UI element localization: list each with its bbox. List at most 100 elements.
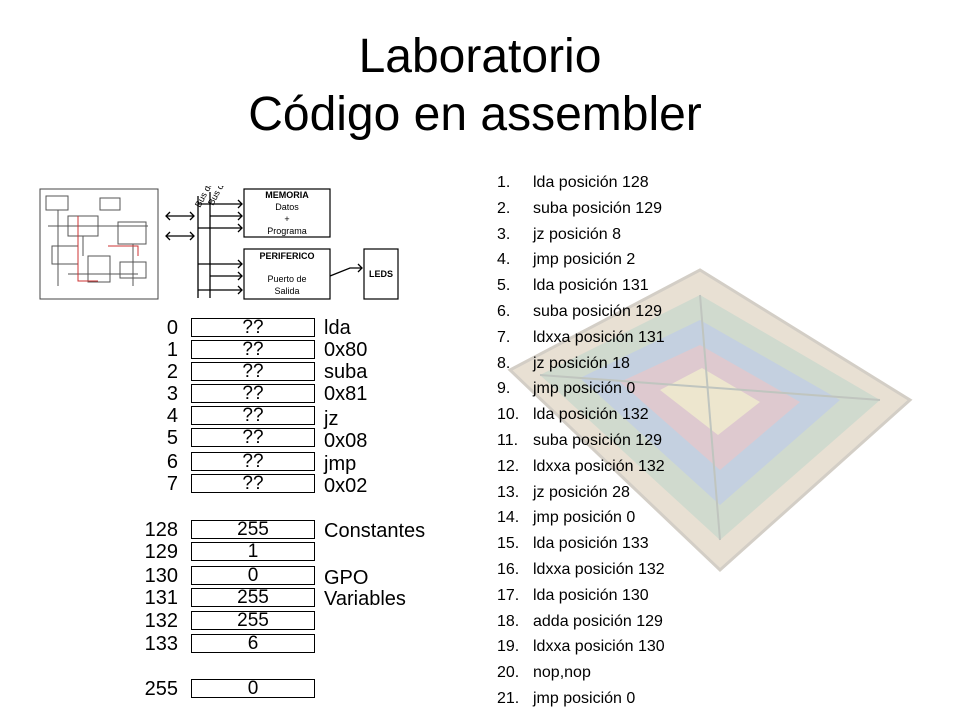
memory-cell: 0: [191, 566, 315, 585]
list-item-number: 3.: [497, 225, 511, 243]
list-item-text: ldxxa posición 130: [533, 638, 665, 656]
list-item: 16. ldxxa posición 132: [497, 559, 665, 585]
address-label: 4: [166, 405, 178, 427]
list-item-number: 2.: [497, 199, 511, 217]
address-label: 255: [144, 678, 178, 700]
list-item: 6. suba posición 129: [497, 301, 665, 327]
list-item: 13. jz posición 28: [497, 482, 665, 508]
address-label: 131: [144, 587, 178, 609]
list-item-text: suba posición 129: [533, 302, 662, 320]
list-item-number: 10.: [497, 406, 520, 424]
list-item: 3. jz posición 8: [497, 224, 665, 250]
list-item: 1. lda posición 128: [497, 172, 665, 198]
list-item: 15. lda posición 133: [497, 533, 665, 559]
list-item: 19. ldxxa posición 130: [497, 636, 665, 662]
list-item: 5. lda posición 131: [497, 275, 665, 301]
list-item: 21.jmp posición 0: [497, 688, 665, 714]
annotation-gpo: GPO: [324, 567, 369, 589]
list-item-text: suba posición 129: [533, 431, 662, 449]
list-item: 10. lda posición 132: [497, 404, 665, 430]
address-label: 2: [166, 361, 178, 383]
address-label: 129: [144, 541, 178, 563]
memory-block: [243, 188, 331, 238]
memory-cell: 255: [191, 588, 315, 607]
list-item-number: 5.: [497, 277, 511, 295]
memory-cell: ??: [191, 340, 315, 359]
list-item-number: 14.: [497, 509, 520, 527]
list-item-text: ldxxa posición 132: [533, 457, 665, 475]
list-item-number: 8.: [497, 354, 511, 372]
list-item-number: 19.: [497, 638, 520, 656]
list-item: 20. nop,nop: [497, 662, 665, 688]
annotation-constantes: Constantes: [324, 520, 426, 542]
title-line-1: Laboratorio: [358, 30, 602, 83]
memory-cell: 6: [191, 634, 315, 653]
instruction-list: 1. lda posición 128 2. suba posición 129 3…: [497, 172, 665, 714]
annotation-variables: Variables: [324, 588, 406, 610]
list-item-number: 1.: [497, 174, 511, 191]
list-item-text: lda posición 128: [533, 174, 649, 191]
memory-cell: 255: [191, 611, 315, 630]
system-block-diagram: Bus de Datos Bus de Direcciones MEMORIA …: [39, 186, 399, 300]
address-label: 130: [144, 565, 178, 587]
list-item-text: nop,nop: [533, 664, 591, 682]
list-item: 7. ldxxa posición 131: [497, 327, 665, 353]
list-item-text: adda posición 129: [533, 612, 663, 630]
address-label: 0: [166, 317, 178, 339]
list-item-text: lda posición 131: [533, 277, 649, 295]
leds-block-label: LEDS: [369, 269, 393, 279]
list-item-text: suba posición 129: [533, 199, 662, 217]
annotation-jmp: jmp 0x02: [324, 453, 368, 497]
list-item-text: lda posición 132: [533, 406, 649, 424]
list-item-number: 15.: [497, 535, 520, 553]
list-item-text: lda posición 133: [533, 535, 649, 553]
list-item: 11. suba posición 129: [497, 430, 665, 456]
list-item: 17.lda posición 130: [497, 585, 665, 611]
chip-background-image: [507, 268, 913, 573]
slide-title: Laboratorio Código en assembler: [0, 28, 960, 144]
address-label: 6: [166, 451, 178, 473]
memory-block-title: MEMORIA: [265, 190, 309, 200]
address-label: 128: [144, 519, 178, 541]
address-label: 5: [166, 427, 178, 449]
list-item-text: jz posición 8: [533, 225, 622, 243]
memory-cell: 0: [191, 679, 315, 698]
list-item-number: 7.: [497, 328, 511, 346]
address-label: 1: [166, 339, 178, 361]
memory-cell: ??: [191, 452, 315, 471]
peripheral-block-line-2: Salida: [274, 286, 299, 296]
memory-block-line-2: +: [284, 214, 289, 224]
list-item: 9.jmp posición 0: [497, 378, 665, 404]
list-item-text: lda posición 130: [533, 586, 649, 604]
memory-cell: ??: [191, 362, 315, 381]
leds-block: [363, 248, 399, 300]
list-item: 12. ldxxa posición 132: [497, 456, 665, 482]
list-item-number: 16.: [497, 560, 520, 578]
list-item-text: jz posición 28: [533, 483, 630, 501]
annotation-suba: suba 0x81: [324, 361, 368, 405]
address-label: 133: [144, 633, 178, 655]
address-label: 7: [166, 473, 178, 495]
annotation-lda: lda 0x80: [324, 317, 368, 361]
list-item-number: 11.: [497, 431, 519, 449]
memory-cell: ??: [191, 428, 315, 447]
list-item-number: 12.: [497, 457, 520, 475]
list-item-text: ldxxa posición 132: [533, 560, 665, 578]
list-item-number: 4.: [497, 251, 511, 269]
list-item-text: ldxxa posición 131: [533, 328, 665, 346]
list-item: 8. jz posición 18: [497, 353, 665, 379]
peripheral-block: [243, 248, 331, 300]
list-item-number: 6.: [497, 302, 511, 320]
list-item-text: jmp posición 0: [533, 509, 636, 527]
list-item: 14. jmp posición 0: [497, 507, 665, 533]
peripheral-block-title: PERIFERICO: [259, 251, 314, 261]
list-item-number: 9.: [497, 380, 511, 398]
memory-cell: ??: [191, 406, 315, 425]
memory-cell: 255: [191, 520, 315, 539]
list-item-text: jz posición 18: [533, 354, 630, 372]
list-item-number: 13.: [497, 483, 520, 501]
address-label: 3: [166, 383, 178, 405]
memory-cell: ??: [191, 318, 315, 337]
memory-cell: 1: [191, 542, 315, 561]
list-item-number: 20.: [497, 664, 520, 682]
